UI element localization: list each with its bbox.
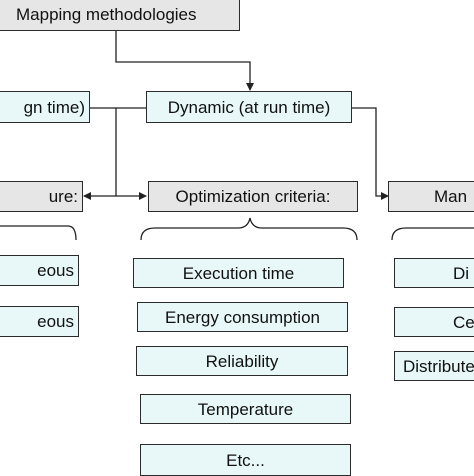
trunk-to-optimization-connector (115, 108, 147, 200)
runtime-to-management-connector (352, 107, 389, 200)
optimization-brace (140, 217, 358, 241)
architecture-item-1: eous (0, 255, 79, 286)
management-item-2: Ce (394, 307, 474, 337)
management-item-3-label: Distribute (403, 356, 474, 376)
management-category-label: Man (434, 187, 468, 206)
root-mapping-methodologies: Mapping methodologies (0, 0, 240, 31)
architecture-brace (0, 225, 77, 241)
optimization-item-temperature: Temperature (140, 394, 351, 424)
optimization-criteria-label: Optimization criteria: (175, 187, 331, 206)
temperature-label: Temperature (197, 399, 294, 419)
root-to-runtime-connector (115, 30, 254, 91)
architecture-category-box: ure: (0, 181, 83, 212)
management-item-1-label: Di (453, 263, 470, 283)
design-time-box: gn time) (0, 91, 90, 123)
reliability-label: Reliability (205, 351, 279, 371)
run-time-label: Dynamic (at run time) (167, 97, 331, 117)
management-item-1: Di (394, 258, 474, 288)
optimization-item-etc: Etc... (140, 444, 351, 476)
run-time-box: Dynamic (at run time) (146, 91, 352, 123)
optimization-item-energy-consumption: Energy consumption (137, 302, 348, 332)
architecture-item-1-label: eous (37, 261, 74, 280)
execution-time-label: Execution time (182, 263, 295, 283)
management-item-3: Distribute (394, 351, 474, 381)
management-brace (391, 227, 474, 241)
optimization-item-execution-time: Execution time (133, 258, 344, 288)
architecture-category-label: ure: (48, 187, 78, 206)
architecture-item-2-label: eous (37, 312, 74, 331)
architecture-item-2: eous (0, 306, 79, 337)
energy-consumption-label: Energy consumption (165, 307, 320, 327)
etc-label: Etc... (226, 450, 265, 470)
optimization-item-reliability: Reliability (136, 346, 348, 376)
root-label: Mapping methodologies (16, 4, 197, 24)
design-time-label: gn time) (23, 97, 85, 117)
management-category-box: Man (388, 181, 474, 212)
management-item-2-label: Ce (453, 312, 474, 332)
optimization-criteria-box: Optimization criteria: (148, 181, 358, 212)
